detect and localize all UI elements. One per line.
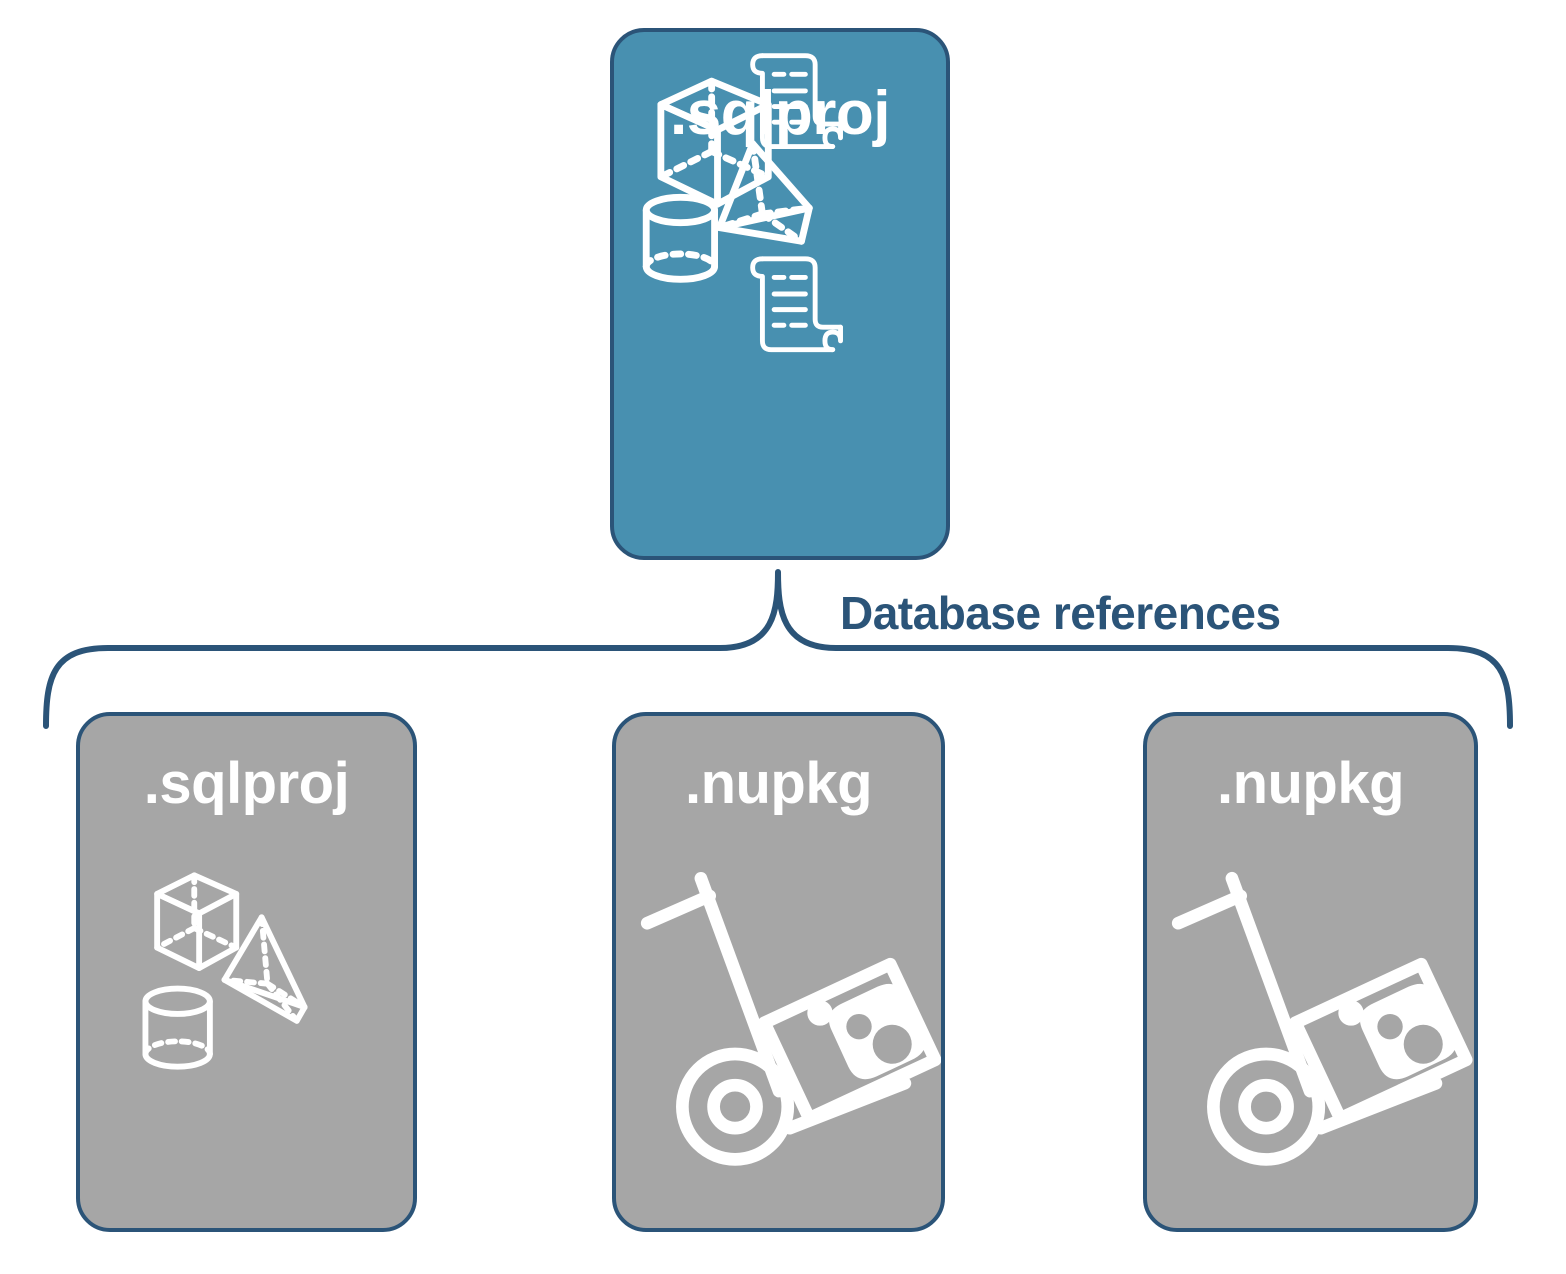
nuget-logo-icon	[807, 983, 926, 1080]
node-root-label: .sqlproj	[670, 79, 890, 148]
nuget-logo-icon	[1338, 983, 1457, 1080]
nuget-logo-holes	[846, 1013, 912, 1064]
brace-path	[43, 569, 1513, 729]
node-child-nupkg-1[interactable]: .nupkg	[612, 712, 945, 1232]
node-child-sqlproj[interactable]: .sqlproj	[76, 712, 417, 1232]
cylinder-icon	[642, 193, 718, 283]
hand-truck-package-icon	[640, 871, 941, 1166]
pyramid-icon	[221, 914, 308, 1024]
node-child-0-label: .sqlproj	[143, 751, 350, 816]
node-child-2-label: .nupkg	[1216, 751, 1405, 816]
node-child-1-label: .nupkg	[684, 751, 873, 816]
cylinder-icon	[142, 985, 213, 1070]
cube-icon	[154, 872, 240, 972]
pyramid-icon	[716, 140, 813, 245]
node-root-sqlproj[interactable]: .sqlproj	[610, 28, 950, 560]
nuget-logo-holes	[1377, 1013, 1443, 1064]
pyramid-icon-outline	[698, 142, 839, 267]
node-child-nupkg-2[interactable]: .nupkg	[1143, 712, 1478, 1232]
scroll-icon	[750, 256, 843, 353]
brace-label: Database references	[840, 587, 1281, 639]
hand-truck-package-icon	[1171, 871, 1473, 1166]
